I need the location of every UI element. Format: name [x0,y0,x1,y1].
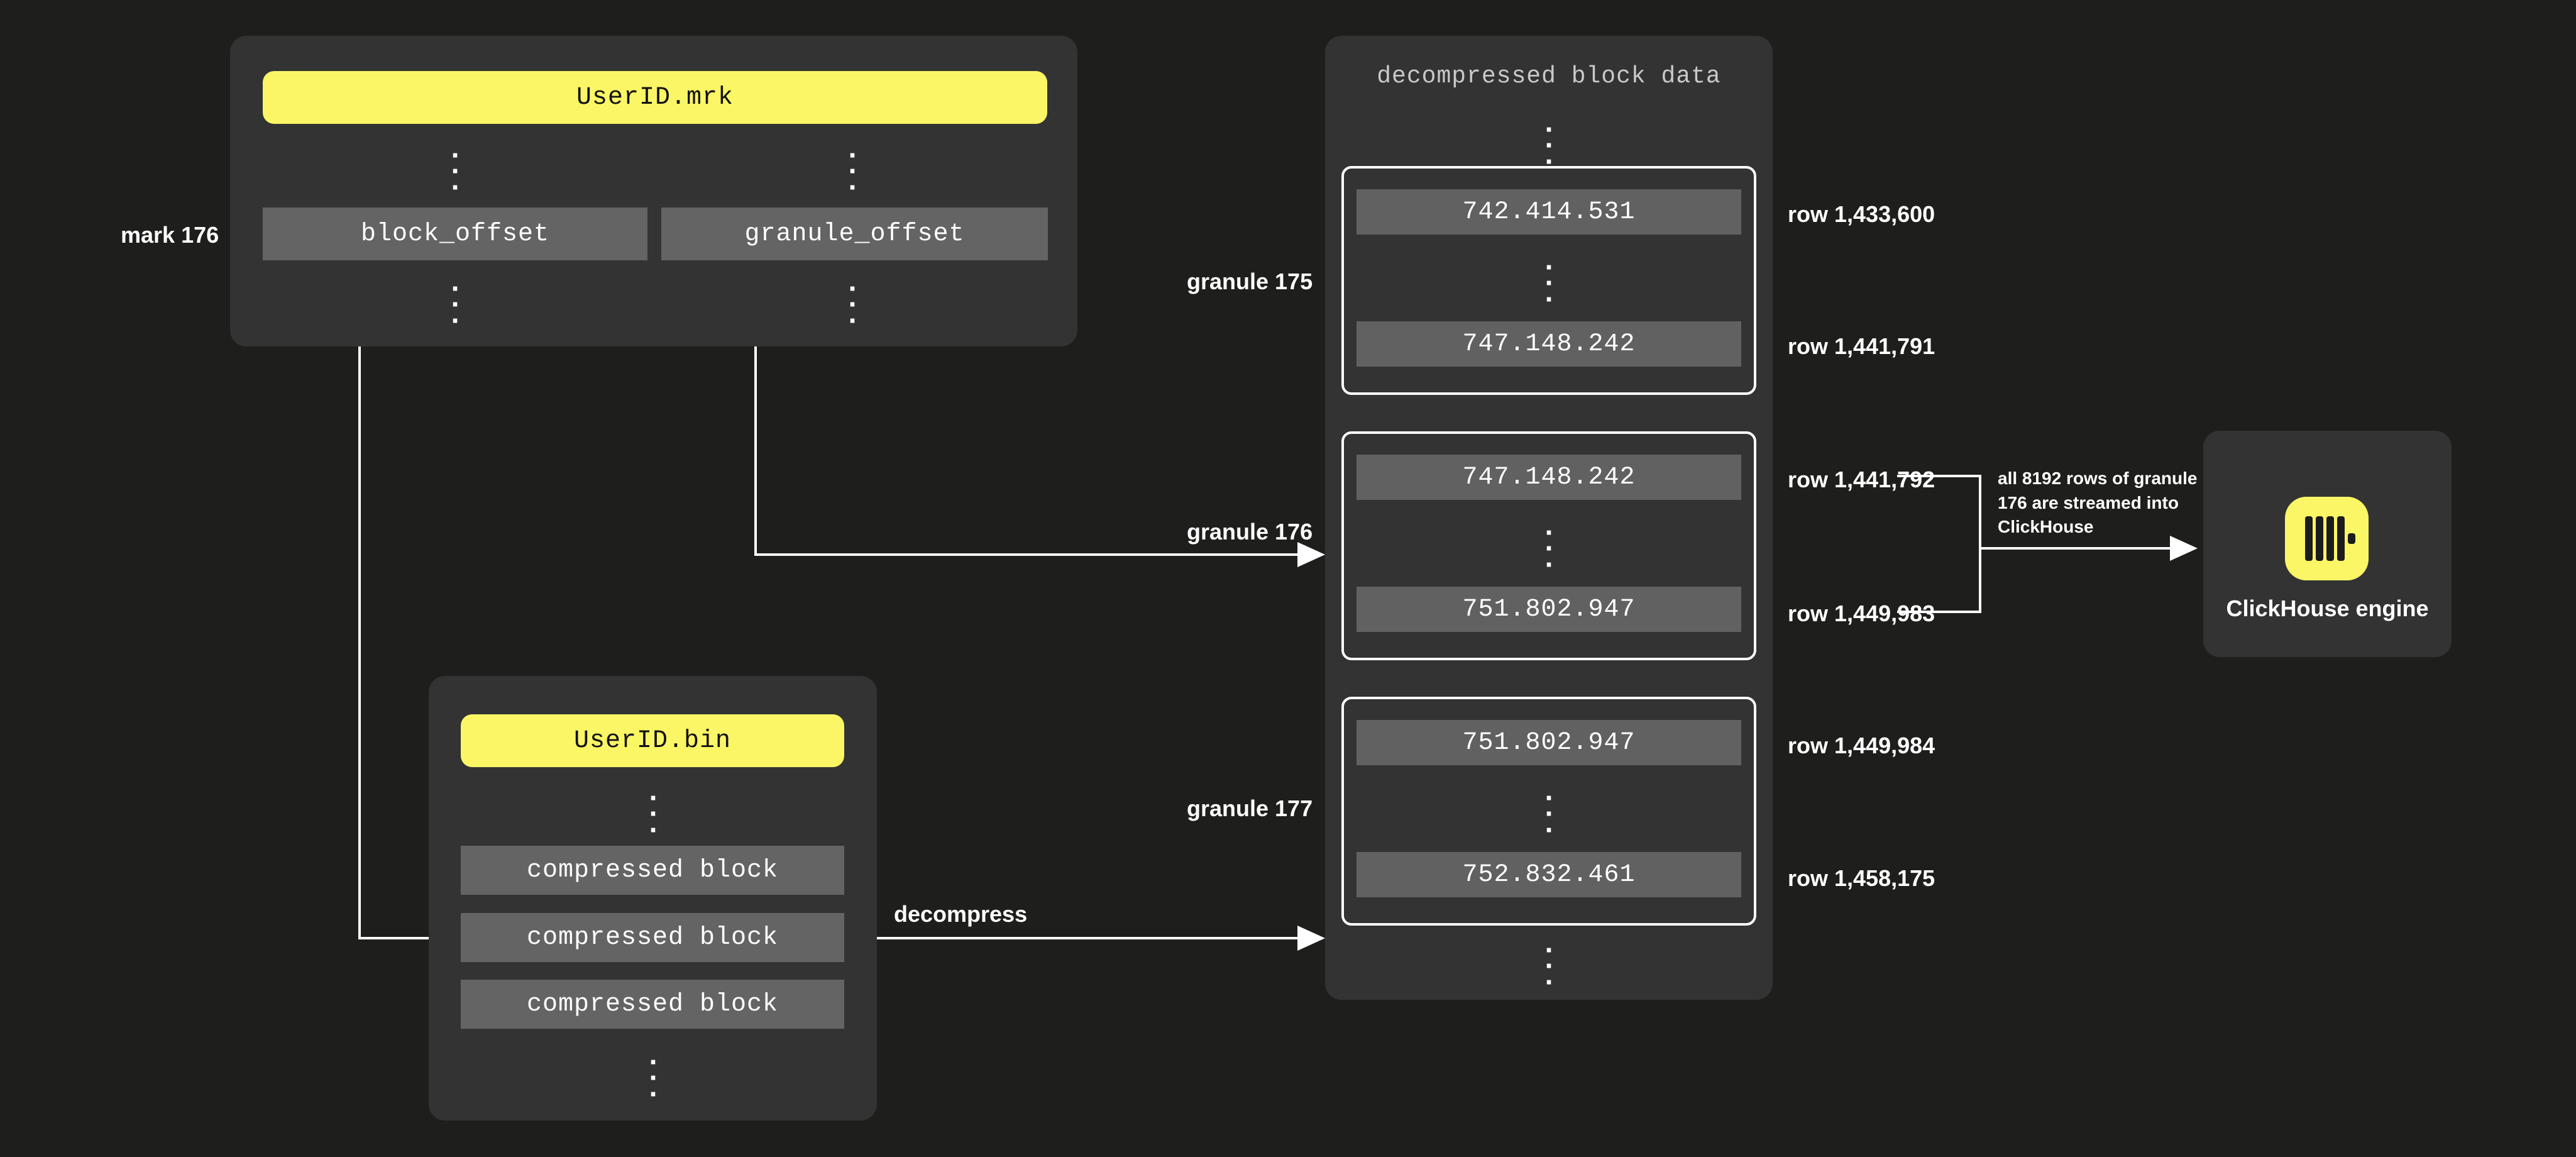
mark-label: mark 176 [121,222,219,248]
granule-176-label: granule 176 [1187,519,1313,545]
mrk-column-granule-offset[interactable]: granule_offset [661,208,1048,260]
stream-note: all 8192 rows of granule 176 are streame… [1998,468,2198,537]
clickhouse-logo-bar-2 [2316,516,2323,561]
granule-176-first-value: 747.148.242 [1357,455,1741,500]
mrk-dots-bottom-left: · · · [446,273,464,338]
decompressed-block-data-title: decompressed block data [1377,63,1721,90]
row-label-granule-177-last: row 1,458,175 [1788,865,1935,891]
decompress-label: decompress [894,901,1028,927]
compressed-block-1[interactable]: compressed block [461,846,844,895]
granule-177-label: granule 177 [1187,795,1313,821]
granule-175-outline [1341,166,1756,395]
clickhouse-engine-panel: ClickHouse engine [2203,431,2452,657]
compressed-block-3[interactable]: compressed block [461,980,844,1029]
granule-175-last-value: 747.148.242 [1357,321,1741,367]
clickhouse-logo-bar-3 [2326,516,2334,561]
clickhouse-logo-dot [2348,533,2355,544]
clickhouse-logo-bar-1 [2305,516,2313,561]
compressed-block-2[interactable]: compressed block [461,913,844,962]
userid-bin-file-chip[interactable]: UserID.bin [461,714,844,767]
bin-dots-bottom: · · · [644,1046,662,1111]
row-label-granule-176-first: row 1,441,792 [1788,467,1935,492]
granule-175-label: granule 175 [1187,268,1313,294]
row-label-granule-175-first: row 1,433,600 [1788,201,1935,227]
clickhouse-logo-bar-4 [2337,516,2345,561]
granule-176-inner-dots: · · · [1540,517,1558,582]
granule-175-inner-dots: · · · [1540,252,1558,316]
granule-177-last-value: 752.832.461 [1357,852,1741,897]
decompressed-dots-top: · · · [1540,114,1558,179]
granule-177-outline [1341,697,1756,926]
row-label-granule-177-first: row 1,449,984 [1788,733,1935,758]
mrk-dots-top-right: · · · [844,140,861,204]
userid-mrk-file-chip[interactable]: UserID.mrk [263,71,1047,124]
granule-177-first-value: 751.802.947 [1357,720,1741,765]
granule-176-last-value: 751.802.947 [1357,587,1741,632]
bin-dots-top: · · · [644,782,662,847]
row-label-granule-176-last: row 1,449,983 [1788,601,1935,626]
granule-177-inner-dots: · · · [1540,782,1558,847]
mrk-dots-bottom-right: · · · [844,273,861,338]
clickhouse-engine-title: ClickHouse engine [2226,595,2429,621]
decompressed-dots-bottom: · · · [1540,934,1558,999]
granule-175-first-value: 742.414.531 [1357,189,1741,235]
clickhouse-logo-icon [2285,497,2369,580]
mrk-dots-top-left: · · · [446,140,464,204]
wire-row-range-bracket [1897,475,1981,613]
row-label-granule-175-last: row 1,441,791 [1788,333,1935,359]
mrk-column-block-offset[interactable]: block_offset [263,208,647,260]
granule-176-outline [1341,431,1756,660]
